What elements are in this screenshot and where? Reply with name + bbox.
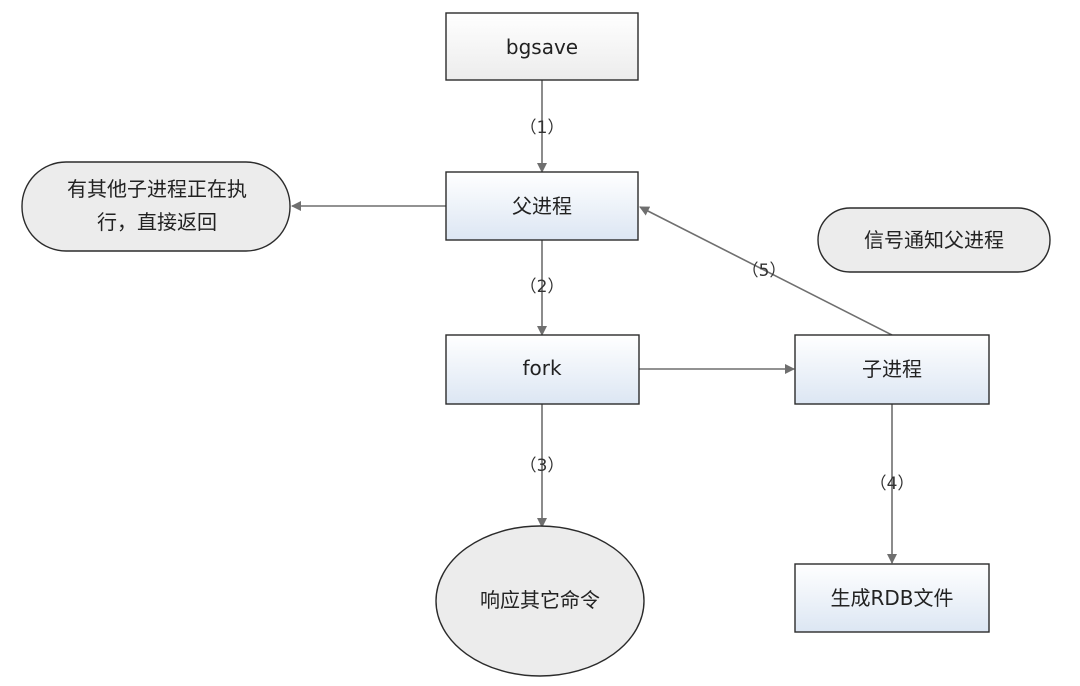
- node-parent-process-box: [445, 171, 639, 241]
- node-busy-return-line2: 行，直接返回: [97, 210, 217, 234]
- node-signal-parent-label: 信号通知父进程: [864, 228, 1004, 252]
- edge-label-step1: （1）: [520, 118, 565, 138]
- node-generate-rdb: 生成RDB文件: [794, 563, 990, 633]
- node-bgsave: bgsave: [445, 12, 639, 81]
- node-signal-parent-shape: [817, 207, 1051, 273]
- node-fork-box: [445, 334, 640, 405]
- edge-label-step5: （5）: [742, 261, 787, 281]
- node-child-process: 子进程: [794, 334, 990, 405]
- edge-label-step3: （3）: [520, 456, 565, 476]
- node-parent-process-label: 父进程: [512, 194, 572, 218]
- node-fork-label: fork: [522, 356, 562, 380]
- edge-label-step4: （4）: [870, 474, 915, 494]
- node-generate-rdb-label: 生成RDB文件: [830, 586, 953, 610]
- node-signal-parent: 信号通知父进程: [817, 207, 1051, 273]
- edge-label-step2: （2）: [520, 277, 565, 297]
- node-busy-return-shape: [21, 161, 291, 252]
- node-respond-other-shape: [435, 525, 645, 677]
- node-child-process-label: 子进程: [862, 357, 922, 381]
- node-respond-other: 响应其它命令: [435, 525, 645, 677]
- node-generate-rdb-box: [794, 563, 990, 633]
- edges: [291, 80, 897, 564]
- edge-labels: （1） （2） （3） （4） （5）: [520, 118, 915, 494]
- node-parent-process: 父进程: [445, 171, 639, 241]
- node-respond-other-label: 响应其它命令: [480, 588, 600, 612]
- node-fork: fork: [445, 334, 640, 405]
- node-bgsave-box: [445, 12, 639, 81]
- node-busy-return-line1: 有其他子进程正在执: [67, 177, 247, 201]
- edge-child-to-parent: [639, 206, 893, 336]
- node-child-process-box: [794, 334, 990, 405]
- node-bgsave-label: bgsave: [506, 35, 578, 59]
- node-busy-return: 有其他子进程正在执 行，直接返回: [21, 161, 291, 252]
